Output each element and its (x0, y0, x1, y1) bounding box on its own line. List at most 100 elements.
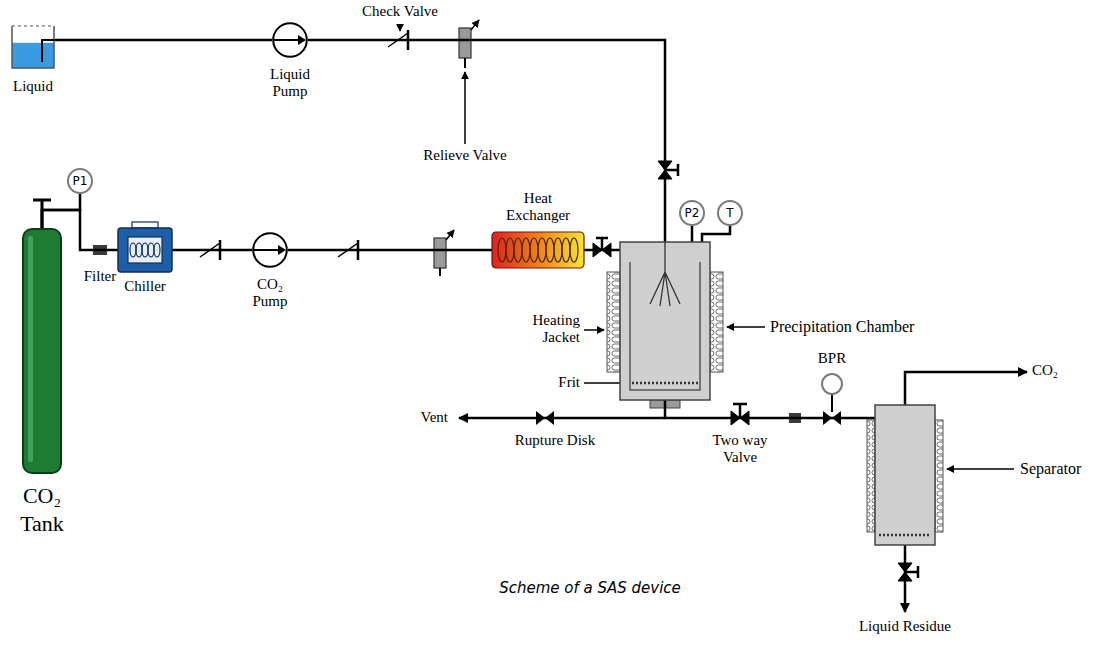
precipitation-chamber-symbol (620, 242, 710, 400)
co2-pump-symbol (252, 232, 288, 268)
heating-jacket (710, 272, 723, 372)
chiller-lid (132, 222, 158, 228)
pressure-gauge: P2 (679, 200, 705, 226)
leader-arrow (464, 72, 466, 144)
liquid-reservoir: Liquid (12, 26, 54, 68)
liquid-pump-symbol (272, 22, 308, 58)
stop-valve (665, 164, 678, 176)
separator: Separator (875, 405, 935, 545)
valve-label: Two way Valve (700, 432, 780, 467)
tank-valve (33, 199, 51, 202)
pump-arrow (278, 245, 286, 255)
chiller-coil (136, 243, 142, 257)
equipment-label: Liquid Pump (258, 66, 322, 101)
pipe-line (665, 400, 875, 418)
outlet-label: Liquid Residue (845, 618, 965, 635)
equipment-label: Liquid (3, 78, 63, 95)
gauge-label: T (717, 200, 743, 226)
exchanger-coil (522, 238, 530, 262)
leader-arrow (400, 24, 1014, 469)
chiller-coil (148, 243, 154, 257)
vent-line (459, 417, 665, 420)
valve-label: Check Valve (350, 3, 450, 20)
equipment-label: Precipitation Chamber (770, 318, 914, 336)
pump-casing (253, 233, 287, 267)
exchanger-coil (498, 238, 506, 262)
exchanger-coil (570, 238, 578, 262)
relief-valve (471, 20, 479, 30)
exchanger-coil (514, 238, 522, 262)
pipe-line (702, 226, 730, 242)
equipment-label: Chiller (105, 278, 185, 295)
chiller-coil (130, 243, 136, 257)
vessel-wall (620, 242, 710, 400)
reservoir-rim (12, 25, 54, 26)
drain-valve (898, 563, 912, 572)
equipment-label: Separator (1020, 460, 1081, 478)
chiller-coil (142, 243, 148, 257)
gauge-label: P2 (679, 200, 705, 226)
liquid-pump: Liquid Pump (272, 22, 308, 58)
relief-valve (434, 238, 446, 268)
frit-filter (632, 382, 698, 385)
leader-arrow (947, 468, 1014, 470)
exchanger-coil (538, 238, 546, 262)
chiller: Chiller (118, 228, 172, 272)
pipe-line (691, 226, 694, 242)
rupture-disk (536, 411, 554, 425)
valve-label: BPR (807, 350, 857, 367)
suction-pipe (42, 40, 54, 62)
separator-filter (879, 534, 931, 537)
chiller-window (128, 237, 162, 263)
heat-exchanger-symbol (492, 232, 584, 268)
drain-valve (898, 572, 912, 581)
relief-valve (464, 58, 466, 68)
part-label: Frit (530, 374, 580, 391)
gas-outlet (905, 372, 1027, 405)
gauge-dial (680, 201, 704, 225)
outlet-label: CO₂ (1032, 362, 1058, 379)
check-valve (200, 30, 408, 260)
heat-exchanger: Heat Exchanger (492, 232, 584, 268)
exchanger-coil (530, 238, 538, 262)
precipitation-chamber: Precipitation Chamber (620, 242, 710, 400)
exchanger-coil (554, 238, 562, 262)
pump-arrow (298, 35, 306, 45)
part-label: Filter (75, 268, 125, 285)
pump-arrow (254, 249, 279, 251)
pressure-gauge: P1 (67, 168, 93, 194)
gauge-dial (68, 169, 92, 193)
heating-jacket (867, 420, 875, 532)
back-pressure-regulator (831, 394, 833, 412)
co2-tank: CO₂ Tank (22, 228, 62, 474)
pipe-line (54, 39, 272, 42)
gauge-dial (718, 201, 742, 225)
pump-casing (273, 23, 307, 57)
gas-cylinder (23, 229, 61, 473)
temperature-gauge: T (717, 200, 743, 226)
two-way-valve (733, 404, 747, 418)
drain-valve (905, 566, 918, 578)
separator-symbol (875, 405, 935, 545)
cylinder-highlight (28, 236, 33, 462)
spray-nozzle (650, 242, 680, 306)
relief-valve (446, 230, 454, 240)
pump-arrow (274, 39, 299, 41)
leader-arrow (727, 326, 765, 328)
relief-valve (439, 268, 441, 276)
part-label: Heating Jacket (520, 312, 580, 347)
valve-label: Rupture Disk (500, 432, 610, 449)
figure-caption: Scheme of a SAS device (390, 579, 790, 597)
inner-basket (630, 262, 700, 390)
outlet-label: Vent (400, 409, 448, 426)
leader-arrow (584, 329, 604, 331)
back-pressure-regulator (822, 374, 842, 394)
pipe-line (308, 40, 665, 242)
gauge-label: P1 (67, 168, 93, 194)
liquid-reservoir-symbol (12, 26, 54, 68)
stop-valve (596, 238, 608, 250)
co2-pump: CO₂ Pump (252, 232, 288, 268)
valve-label: Relieve Valve (405, 147, 525, 164)
pipe-line (172, 249, 252, 252)
pipe-line (288, 249, 492, 252)
